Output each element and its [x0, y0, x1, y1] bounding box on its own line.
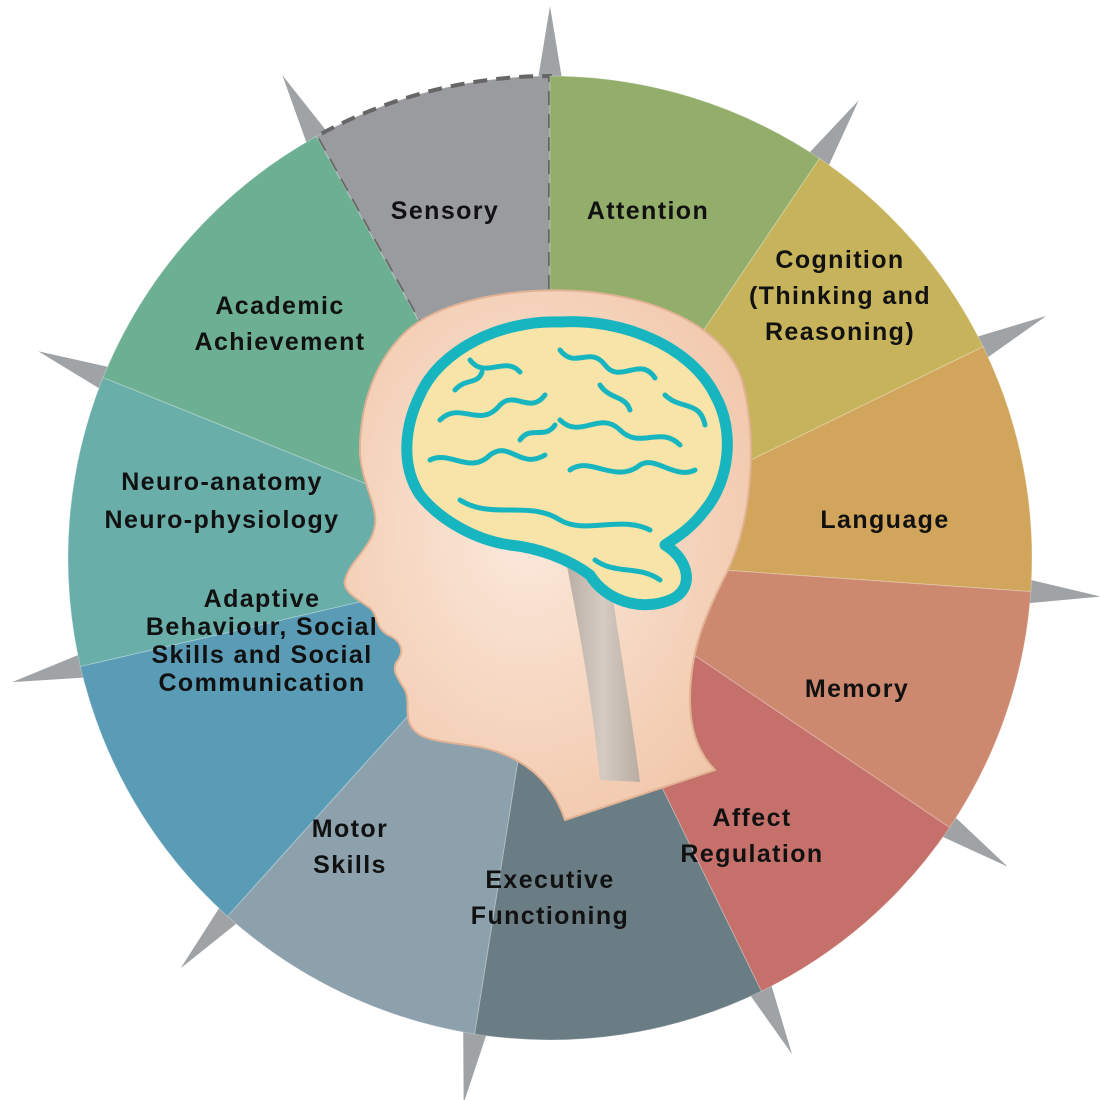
label-memory: Memory [805, 675, 909, 703]
divider-spike [802, 100, 859, 175]
label-language: Language [820, 506, 949, 534]
divider-spike [282, 75, 333, 152]
label-attention: Attention [587, 197, 709, 225]
label-executive-functioning: Functioning [471, 902, 629, 930]
label-cognition: Reasoning) [765, 318, 915, 346]
divider-spike [536, 6, 564, 87]
divider-spike [38, 351, 118, 394]
label-adaptive-behaviour: Communication [158, 669, 365, 697]
label-motor-skills: Motor [312, 815, 388, 843]
label-adaptive-behaviour: Skills and Social [151, 641, 372, 669]
label-neuroanatomy: Neuro-physiology [105, 506, 340, 534]
label-motor-skills: Skills [313, 851, 387, 879]
sensory-dashed-outline [313, 73, 552, 455]
divider-spike [12, 651, 94, 683]
label-academic-achievement: Achievement [194, 328, 365, 356]
label-cognition: Cognition [775, 246, 904, 274]
divider-spike [463, 1021, 490, 1100]
label-sensory: Sensory [391, 197, 499, 225]
label-academic-achievement: Academic [215, 292, 344, 320]
spinal-cord-icon [565, 555, 640, 782]
label-executive-functioning: Executive [485, 866, 614, 894]
label-affect-regulation: Affect [712, 804, 791, 832]
label-adaptive-behaviour: Behaviour, Social [146, 613, 378, 641]
divider-spike [968, 316, 1047, 364]
divider-spike [180, 899, 245, 969]
divider-spike [1019, 577, 1100, 605]
brain-icon [401, 316, 733, 611]
divider-spikes [12, 6, 1100, 1100]
divider-spike [744, 976, 792, 1055]
label-adaptive-behaviour: Adaptive [204, 585, 321, 613]
label-cognition: (Thinking and [749, 282, 931, 310]
label-neuroanatomy: Neuro-anatomy [121, 468, 323, 496]
label-affect-regulation: Regulation [680, 840, 823, 868]
divider-spike [933, 810, 1008, 867]
